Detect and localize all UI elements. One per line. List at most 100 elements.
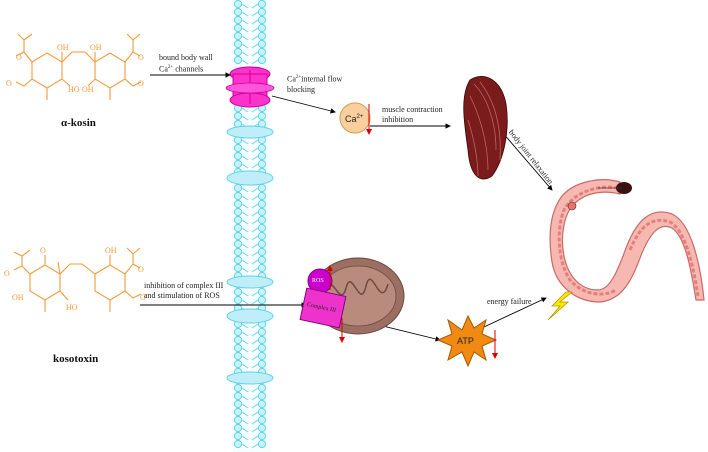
kosotoxin-atom-labels: O OH O O OH HO O [4, 246, 146, 312]
phospholipid-tail [241, 163, 259, 169]
phospholipid-tail [241, 395, 259, 401]
phospholipid-head [233, 343, 243, 353]
ca-ion-text: Ca [345, 114, 357, 124]
phospholipid-head [233, 159, 243, 169]
phospholipid-tail [241, 243, 259, 249]
phospholipid-head [257, 111, 267, 121]
calcium-ion [339, 102, 372, 135]
ca-suffix: channels [173, 64, 204, 74]
phospholipid-head [257, 359, 267, 369]
phospholipid-head [257, 143, 267, 153]
ca-flow-line1: Ca2+internal flow [287, 73, 342, 85]
phospholipid-tail [241, 331, 259, 337]
phospholipid-tail [241, 219, 259, 225]
svg-text:O: O [40, 246, 46, 255]
svg-text:O: O [4, 269, 10, 278]
phospholipid-tail [241, 11, 259, 17]
phospholipid-head [257, 47, 267, 57]
ros-bubble [307, 265, 333, 294]
phospholipid-head [257, 223, 267, 233]
complex-label: inhibition of complex III and stimulatio… [144, 281, 223, 301]
phospholipid-head [233, 55, 243, 65]
muscle-fiber-bundle [463, 76, 508, 180]
svg-text:O: O [138, 53, 144, 62]
phospholipid-head [257, 247, 267, 257]
phospholipid-head [233, 335, 243, 345]
phospholipid-head [233, 31, 243, 41]
nematode-worm [549, 179, 705, 303]
phospholipid-head [257, 431, 267, 441]
phospholipid-head [233, 191, 243, 201]
alpha-kosin-name: α-kosin [61, 117, 96, 129]
phospholipid-head [257, 191, 267, 201]
phospholipid-head [233, 15, 243, 25]
phospholipid-head [233, 0, 243, 9]
phospholipid-head [257, 439, 267, 449]
phospholipid-tail [241, 43, 259, 49]
svg-text:OH: OH [82, 85, 94, 94]
phospholipid-tail [241, 235, 259, 241]
muscle-line2: inhibition [382, 115, 414, 124]
phospholipid-head [233, 239, 243, 249]
phospholipid-head [257, 399, 267, 409]
phospholipid-tail [241, 251, 259, 257]
ca-channel-label-line1: bound body wall [159, 53, 213, 62]
phospholipid-head [257, 7, 267, 17]
phospholipid-tail [241, 339, 259, 345]
phospholipid-head [257, 31, 267, 41]
phospholipid-tail [241, 299, 259, 305]
membrane-proteins [226, 125, 274, 385]
phospholipid-head [257, 215, 267, 225]
ca-ion-label: Ca2+ [345, 112, 363, 124]
svg-text:HO: HO [68, 85, 80, 94]
phospholipid-head [257, 183, 267, 193]
phospholipid-head [233, 407, 243, 417]
phospholipid-head [233, 231, 243, 241]
phospholipid-tail [241, 419, 259, 425]
phospholipid-head [257, 263, 267, 273]
phospholipid-head [257, 407, 267, 417]
ca-prefix: Ca [159, 64, 168, 74]
phospholipid-tail [241, 107, 259, 113]
complex-line1: inhibition of complex III [144, 281, 224, 290]
phospholipid-head [233, 111, 243, 121]
phospholipid-head [233, 183, 243, 193]
phospholipid-head [233, 199, 243, 209]
muscle-label: muscle contraction inhibition [382, 105, 443, 125]
ca-flow-suffix: internal flow [301, 74, 343, 84]
alpha-kosin-structure [15, 33, 142, 100]
phospholipid-head [257, 335, 267, 345]
atp-label: ATP [457, 336, 474, 346]
phospholipid-head [257, 415, 267, 425]
svg-text:HO: HO [66, 303, 78, 312]
phospholipid-tail [241, 435, 259, 441]
phospholipid-tail [241, 27, 259, 33]
muscle-line1: muscle contraction [382, 105, 443, 114]
phospholipid-tail [241, 363, 259, 369]
phospholipid-tail [241, 355, 259, 361]
phospholipid-tail [241, 347, 259, 353]
phospholipid-head [233, 215, 243, 225]
phospholipid-head [233, 47, 243, 57]
phospholipid-head [233, 431, 243, 441]
phospholipid-head [257, 255, 267, 265]
phospholipid-head [257, 151, 267, 161]
phospholipid-head [257, 23, 267, 33]
phospholipid-head [233, 39, 243, 49]
svg-text:O: O [138, 79, 144, 88]
phospholipid-tail [241, 387, 259, 393]
ca-flow-sup: 2+ [295, 75, 302, 80]
ca-channel-label-line2: Ca2+ channels [159, 63, 213, 75]
phospholipid-tail [241, 267, 259, 273]
phospholipid-head [233, 151, 243, 161]
phospholipid-tail [241, 291, 259, 297]
energy-label: energy failure [487, 297, 532, 306]
phospholipid-head [233, 223, 243, 233]
phospholipid-head [233, 415, 243, 425]
phospholipid-head [257, 383, 267, 393]
ros-label: ROS [312, 278, 324, 284]
ca-ion-sup: 2+ [356, 114, 364, 120]
phospholipid-tail [241, 147, 259, 153]
phospholipid-head [233, 423, 243, 433]
phospholipid-tail [241, 211, 259, 217]
